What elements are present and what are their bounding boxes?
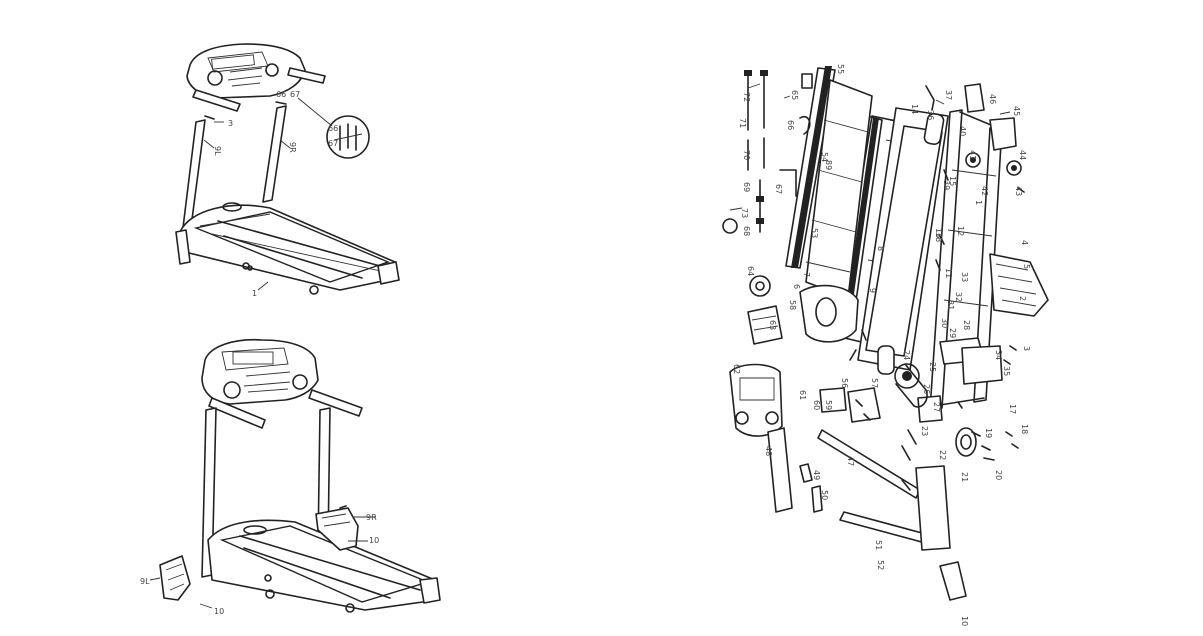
label-71: 71 <box>738 118 747 128</box>
base-cover-left <box>160 556 190 600</box>
label-50: 50 <box>820 490 829 500</box>
label-35: 35 <box>1002 366 1011 376</box>
label-43: 43 <box>1014 186 1023 196</box>
label-21: 21 <box>960 472 969 482</box>
label-34: 34 <box>994 350 1003 360</box>
label-57: 57 <box>870 378 879 388</box>
label-46: 46 <box>988 94 997 104</box>
label-33: 33 <box>960 272 969 282</box>
label-detail-a: 66 <box>328 124 338 133</box>
label-31: 31 <box>946 300 955 310</box>
console-top <box>187 44 305 98</box>
label-base-cover-left: 9L <box>140 577 150 586</box>
label-58: 58 <box>788 300 797 310</box>
treadmill-exploded-view <box>723 66 1048 600</box>
label-42: 42 <box>980 186 989 196</box>
label-52: 52 <box>876 560 885 570</box>
label-47: 47 <box>846 456 855 466</box>
label-upright-right: 9R <box>288 142 297 153</box>
label-small-top: 3 <box>228 119 233 128</box>
label-4: 4 <box>1020 240 1029 245</box>
label-12: 12 <box>956 226 965 236</box>
label-45: 45 <box>1012 106 1021 116</box>
base-tube-upper <box>818 430 920 498</box>
label-26: 26 <box>922 384 931 394</box>
label-6: 6 <box>792 284 801 289</box>
label-36: 36 <box>926 110 935 120</box>
label-frame: 1 <box>252 289 257 298</box>
label-23: 23 <box>920 426 929 436</box>
label-38: 38 <box>934 232 943 242</box>
label-69: 69 <box>742 182 751 192</box>
label-32: 32 <box>954 292 963 302</box>
label-7: 7 <box>802 272 811 277</box>
label-51: 51 <box>874 540 883 550</box>
label-bolt-right: 10 <box>369 536 379 545</box>
label-30: 30 <box>940 318 949 328</box>
label-screw-b: 67 <box>290 90 300 99</box>
label-67: 67 <box>774 184 783 194</box>
label-62: 62 <box>732 364 741 374</box>
label-9: 9 <box>868 288 877 293</box>
label-25: 25 <box>928 362 937 372</box>
label-11: 11 <box>944 268 953 278</box>
label-upright-left: 9L <box>213 146 222 156</box>
label-19: 19 <box>984 428 993 438</box>
label-72: 72 <box>742 92 751 102</box>
label-20: 20 <box>994 470 1003 480</box>
label-5: 5 <box>1022 264 1031 269</box>
label-55: 55 <box>836 64 845 74</box>
label-17: 17 <box>1008 404 1017 414</box>
label-3: 3 <box>1022 346 1031 351</box>
upright-right-top <box>263 106 286 202</box>
label-64: 64 <box>746 266 755 276</box>
motor-hood <box>800 286 858 342</box>
label-66: 66 <box>786 120 795 130</box>
label-10: 10 <box>960 616 969 626</box>
label-8: 8 <box>876 246 885 251</box>
label-39: 39 <box>942 180 951 190</box>
treadmill-assembly-top: 1 9L 9R 66 67 66 67 3 <box>176 44 399 298</box>
label-61: 61 <box>798 390 807 400</box>
label-base-cover-right: 9R <box>366 513 377 522</box>
label-53: 53 <box>810 228 819 238</box>
label-22: 22 <box>938 450 947 460</box>
label-56: 56 <box>840 378 849 388</box>
label-29: 29 <box>948 328 957 338</box>
label-70: 70 <box>742 150 751 160</box>
label-1: 1 <box>974 200 983 205</box>
label-49: 49 <box>812 470 821 480</box>
label-60: 60 <box>812 400 821 410</box>
label-68: 68 <box>742 226 751 236</box>
label-27: 27 <box>932 402 941 412</box>
label-48: 48 <box>764 446 773 456</box>
label-28: 28 <box>962 320 971 330</box>
label-14: 14 <box>910 104 919 114</box>
label-screw-a: 66 <box>276 90 286 99</box>
label-44: 44 <box>1018 150 1027 160</box>
label-59: 59 <box>824 400 833 410</box>
label-40: 40 <box>958 126 967 136</box>
treadmill-assembly-bottom: 9R 10 9L 10 <box>140 340 440 616</box>
label-54: 54 <box>820 152 829 162</box>
label-2: 2 <box>1018 296 1027 301</box>
label-bolt-left: 10 <box>214 607 224 616</box>
label-detail-b: 67 <box>328 139 338 148</box>
label-73: 73 <box>740 208 749 218</box>
label-65: 65 <box>790 90 799 100</box>
label-63: 63 <box>768 320 777 330</box>
label-24: 24 <box>902 350 911 360</box>
label-18: 18 <box>1020 424 1029 434</box>
label-41: 41 <box>968 150 977 160</box>
label-37: 37 <box>944 90 953 100</box>
